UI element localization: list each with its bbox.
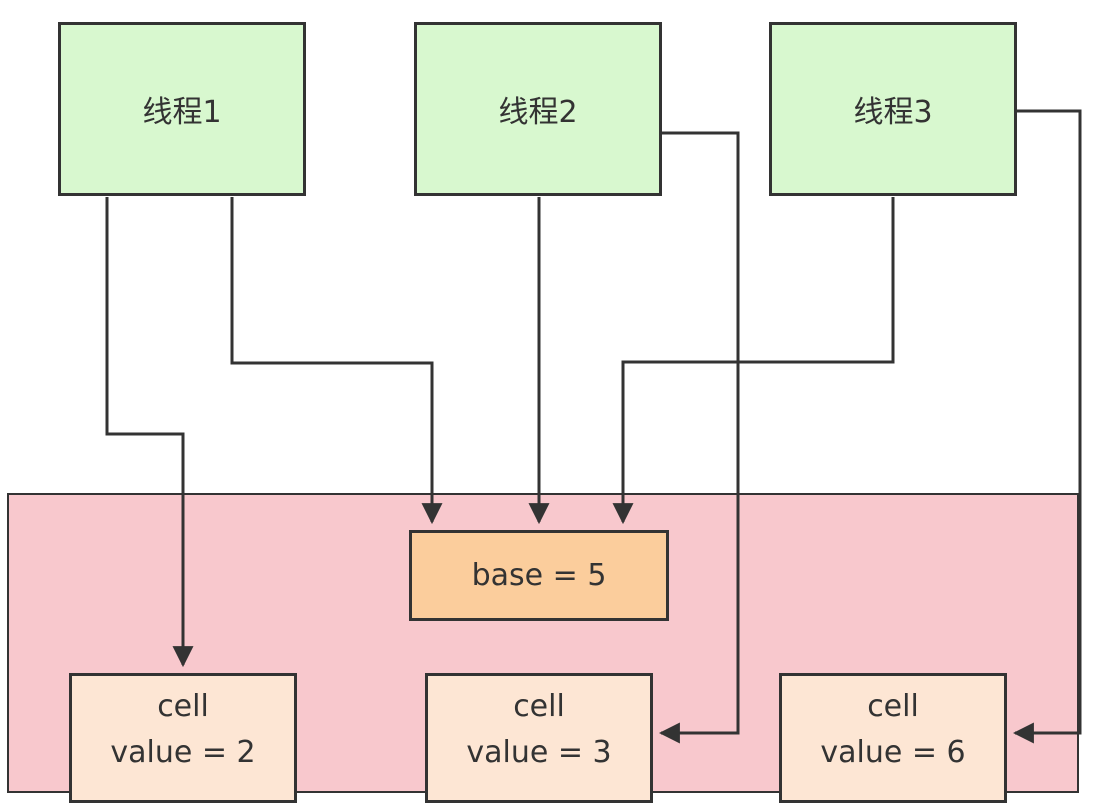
- cell-3-box: cell value = 6: [779, 673, 1007, 803]
- arrow-thread1-to-base: [230, 197, 443, 525]
- cell-1-box: cell value = 2: [69, 673, 297, 803]
- cell-2-value: value = 3: [466, 735, 612, 770]
- cell-2-box: cell value = 3: [425, 673, 653, 803]
- thread-3-label: 线程3: [853, 95, 933, 130]
- thread-2-box: 线程2: [414, 22, 662, 196]
- thread-3-box: 线程3: [769, 22, 1017, 196]
- thread-1-box: 线程1: [58, 22, 306, 196]
- cell-3-value: value = 6: [820, 735, 966, 770]
- cell-1-title: cell: [157, 689, 209, 724]
- cell-2-title: cell: [513, 689, 565, 724]
- cell-1-value: value = 2: [110, 735, 256, 770]
- cell-3-title: cell: [867, 689, 919, 724]
- arrow-thread3-to-base: [612, 197, 895, 525]
- thread-2-label: 线程2: [498, 95, 578, 130]
- thread-1-label: 线程1: [142, 95, 222, 130]
- base-box: base = 5: [409, 530, 669, 621]
- base-label: base = 5: [471, 558, 607, 593]
